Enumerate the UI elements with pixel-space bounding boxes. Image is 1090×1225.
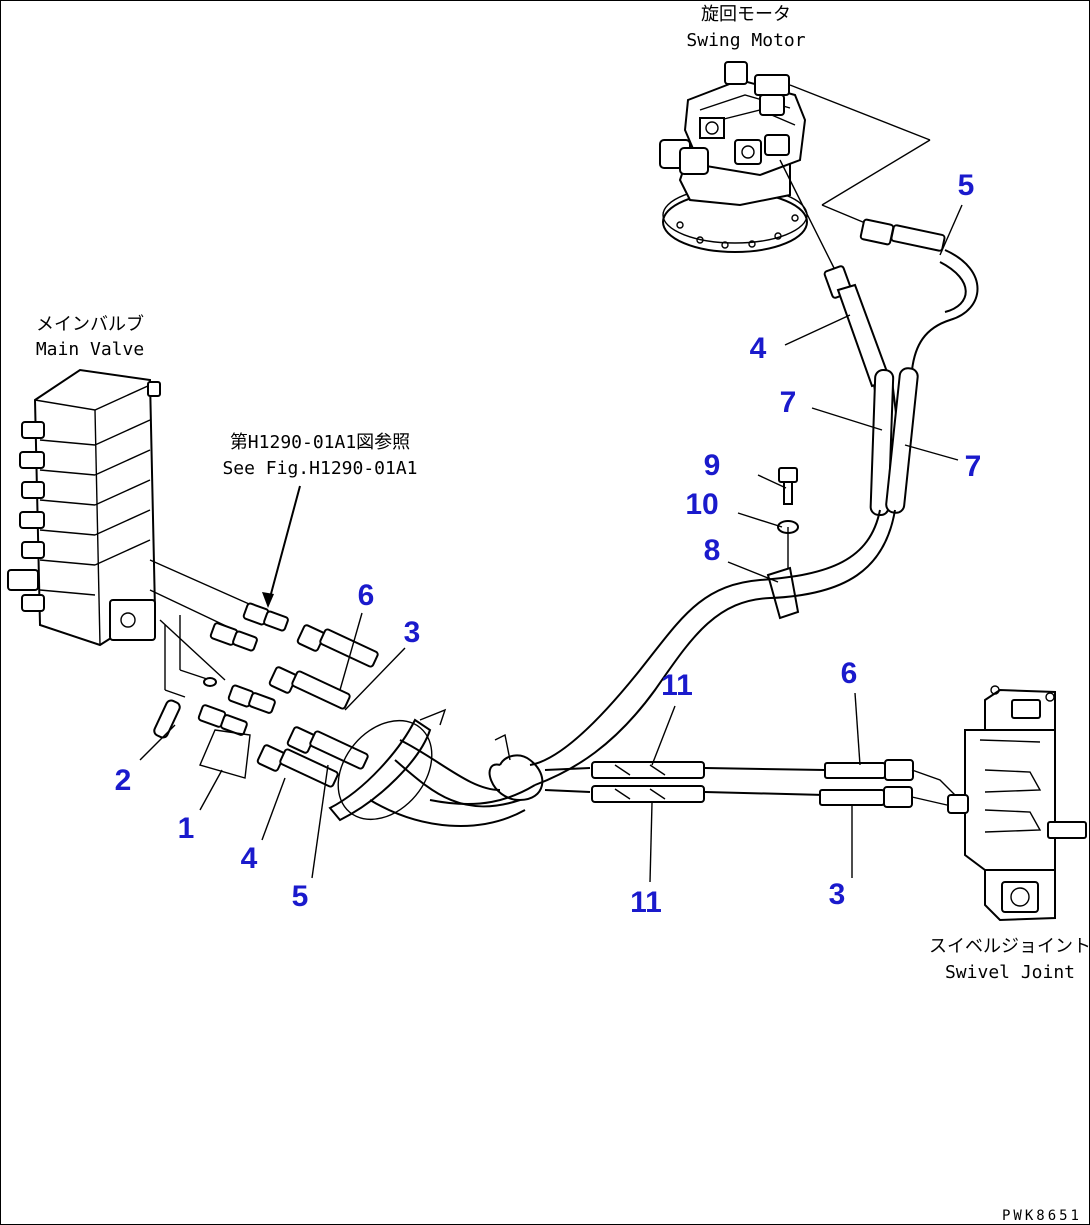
elbow-part-1 [197,684,276,779]
hose-run-main [429,509,896,806]
callout-6: 6 [358,579,375,612]
see-fig-label-en: See Fig.H1290-01A1 [222,458,417,479]
callout-10: 10 [685,488,718,521]
plug-part-2 [153,677,217,739]
see-fig-leader [267,485,301,606]
adapter-upper [242,602,289,632]
clamp-bolt [778,467,798,505]
callout-11: 11 [630,886,662,919]
callout-5: 5 [958,169,975,202]
main-valve [7,368,286,698]
drawing-code: PWK8651 [1002,1208,1082,1224]
adapter-middle [209,622,258,652]
callout-9: 9 [704,449,721,482]
callout-2: 2 [115,764,132,797]
hose-lower-pair [544,767,826,796]
callout-5: 5 [292,880,309,913]
callout-11: 11 [661,669,693,702]
swivel-joint-label-en: Swivel Joint [945,962,1075,983]
callout-1: 1 [178,812,195,845]
callout-6: 6 [841,657,858,690]
main-valve-label-en: Main Valve [36,339,144,360]
callout-3: 3 [404,616,421,649]
see-fig-label-jp: 第H1290-01A1図参照 [230,432,410,453]
callout-4: 4 [750,332,767,365]
swivel-joint-label-jp: スイベルジョイント [929,936,1090,957]
swing-motor-label-en: Swing Motor [686,30,805,51]
grommet-plate [328,708,526,828]
swing-motor-label-jp: 旋回モータ [701,4,791,25]
main-valve-label-jp: メインバルブ [36,313,144,335]
clamp-washer [777,520,799,570]
callout-7: 7 [965,450,982,483]
hose-ends-near-valve [256,624,379,788]
callout-3: 3 [829,878,846,911]
callout-7: 7 [780,386,797,419]
hose-loop [488,733,544,802]
leader-lines [139,204,963,883]
hose-3-swivel-end [819,786,913,808]
hose-5-upper [859,218,979,371]
hose-6-swivel-end [824,759,914,781]
callout-8: 8 [704,534,721,567]
sleeve-11-lower [591,785,705,803]
swing-motor [659,61,931,271]
swivel-fitting-line-a [911,769,961,801]
see-fig-arrowhead [262,592,274,608]
swivel-joint [947,685,1087,922]
sleeve-11-upper [591,761,705,779]
callout-4: 4 [241,842,258,875]
